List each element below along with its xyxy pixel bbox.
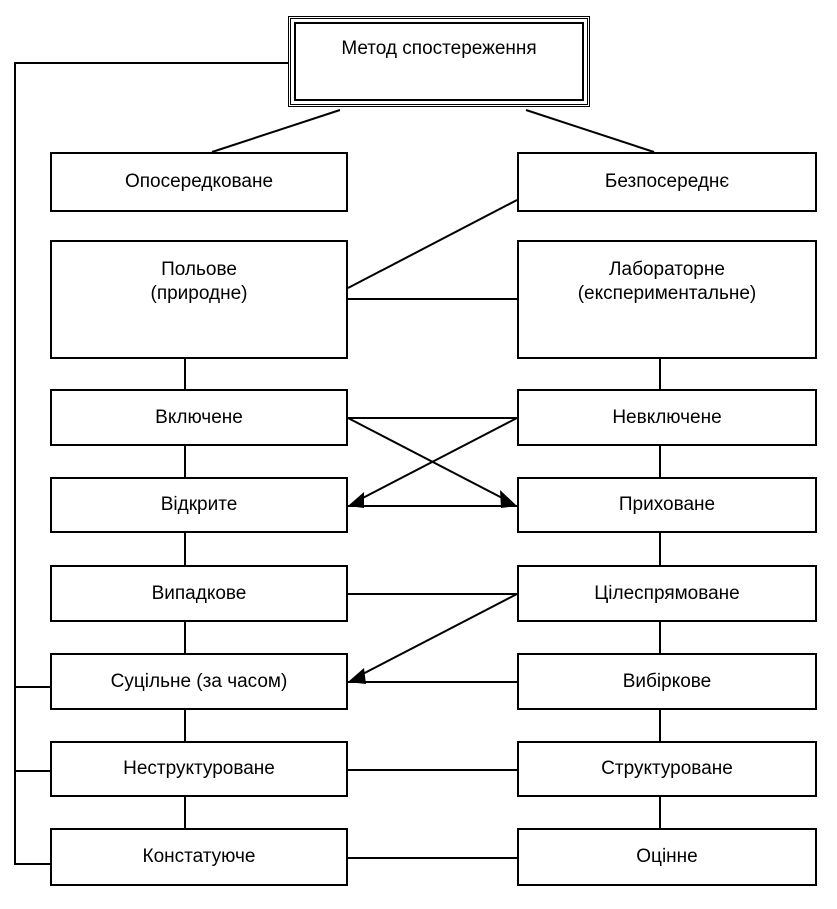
link-title-left-bracket	[14, 62, 288, 865]
box-label: Цілеспрямоване	[594, 582, 740, 604]
box-oposeredkovane: Опосередковане	[50, 152, 348, 212]
box-vybirkove: Вибіркове	[517, 653, 817, 710]
link-bezposerednie-polove	[347, 199, 518, 289]
box-prykhovane: Приховане	[517, 477, 817, 533]
arrowhead-vidkryte	[348, 492, 364, 508]
box-label: Відкрите	[160, 494, 238, 515]
link-title-oposeredkovane	[211, 109, 341, 153]
box-label: Опосередковане	[124, 171, 274, 192]
box-label: Випадкове	[151, 582, 247, 604]
box-label-line-1: Лабораторне	[609, 259, 725, 280]
box-label: Безпосереднє	[604, 171, 730, 192]
box-tsilespriamovane: Цілеспрямоване	[517, 565, 817, 622]
box-bezposerednie: Безпосереднє	[517, 152, 817, 212]
box-label: Включене	[155, 406, 243, 428]
arrowhead-prykhovane	[500, 490, 517, 508]
box-label: Суцільне (за часом)	[110, 670, 288, 692]
title-box: Метод спостереження	[288, 16, 590, 107]
arrowhead-sutsilne	[348, 668, 366, 684]
box-otsinne: Оцінне	[517, 828, 817, 886]
box-label-line-1: Польове	[161, 259, 237, 280]
box-sutsilne: Суцільне (за часом)	[50, 653, 348, 710]
box-label-line-2: (експериментальне)	[577, 283, 757, 304]
box-laboratorne: Лабораторне (експериментальне)	[517, 240, 817, 359]
link-vkliuchene-prykhovane	[347, 417, 511, 503]
box-label: Структуроване	[601, 758, 733, 779]
box-strukturovane: Структуроване	[517, 741, 817, 797]
link-tsilespriamovane-sutsilne	[354, 593, 518, 679]
box-label: Неструктуроване	[123, 758, 275, 779]
box-label: Констатуюче	[142, 846, 256, 867]
box-label-line-2: (природне)	[150, 283, 248, 304]
box-vkliuchene: Включене	[50, 389, 348, 446]
box-nestrukturovane: Неструктуроване	[50, 741, 348, 797]
box-label: Невключене	[612, 406, 722, 428]
box-label: Оцінне	[636, 846, 698, 867]
box-label: Приховане	[618, 494, 716, 515]
box-label: Вибіркове	[622, 670, 712, 692]
box-nevkliuchene: Невключене	[517, 389, 817, 446]
box-polove: Польове (природне)	[50, 240, 348, 359]
box-vidkryte: Відкрите	[50, 477, 348, 533]
link-nevkliuchene-vidkryte	[354, 417, 518, 503]
title-text: Метод спостереження	[341, 38, 537, 59]
box-vypadkove: Випадкове	[50, 565, 348, 622]
box-konstatuiuche: Констатуюче	[50, 828, 348, 886]
link-title-bezposerednie	[525, 109, 655, 153]
